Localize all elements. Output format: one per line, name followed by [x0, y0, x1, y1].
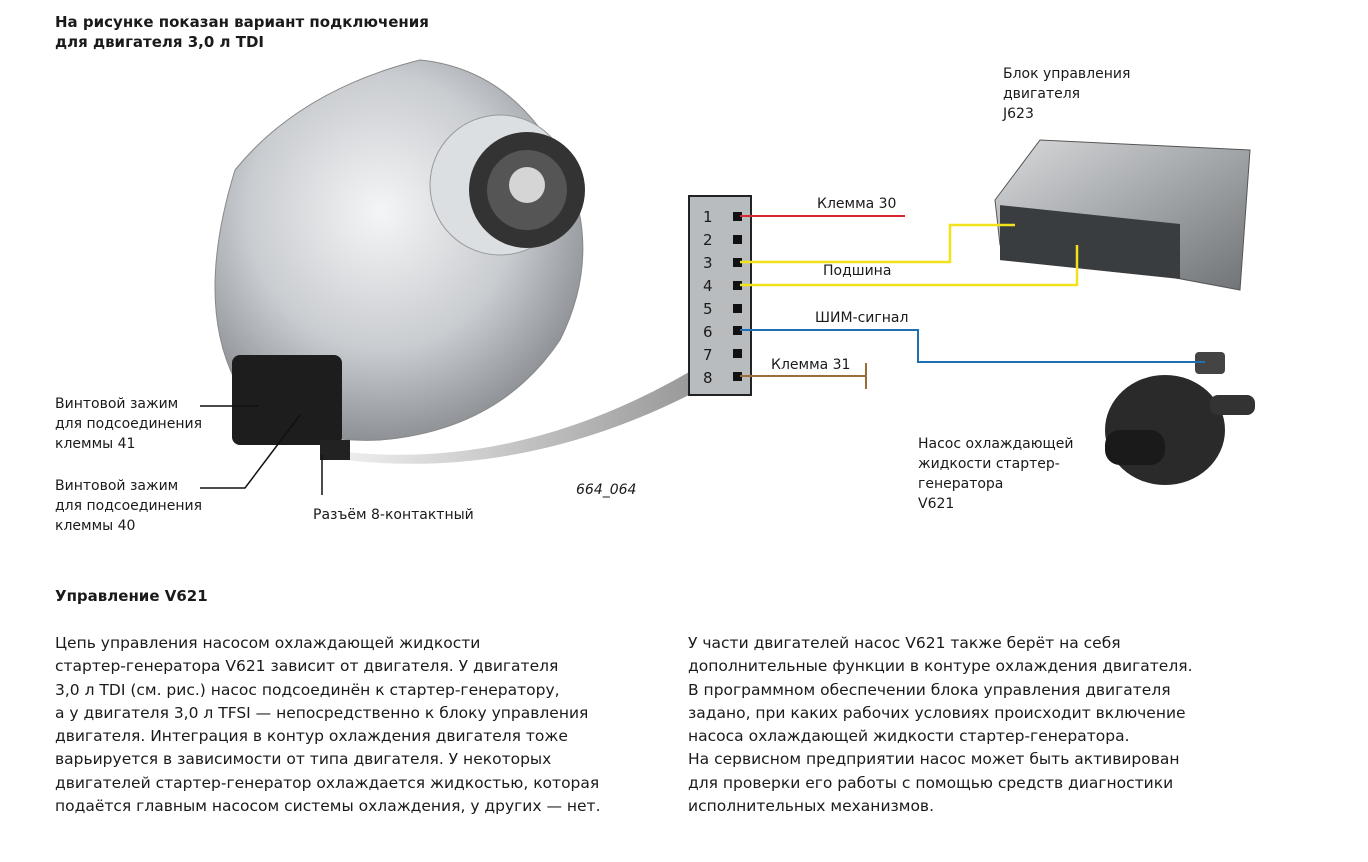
text-line: а у двигателя 3,0 л TFSI — непосредствен…: [55, 703, 589, 722]
title-line: для двигателя 3,0 л TDI: [55, 33, 265, 51]
wire-yellow-4: [740, 245, 1079, 287]
pin-number: 4: [703, 277, 713, 295]
wire-label-terminal30: Клемма 30: [817, 196, 897, 212]
text-line: В программном обеспечении блока управлен…: [688, 680, 1171, 699]
callout-clamp41: Винтовой зажим для подсоединения клеммы …: [55, 394, 202, 454]
label-line: клеммы 41: [55, 436, 136, 452]
callout-connector8: Разъём 8-контактный: [313, 507, 474, 523]
pump-label: Насос охлаждающей жидкости стартер- гене…: [918, 434, 1073, 514]
wire-yellow-3: [740, 223, 1015, 264]
label-line: Блок управления: [1003, 66, 1131, 82]
label-line: клеммы 40: [55, 518, 136, 534]
connector-box: [688, 195, 752, 396]
text-line: для проверки его работы с помощью средст…: [688, 773, 1174, 792]
text-line: двигателя. Интеграция в контур охлаждени…: [55, 727, 568, 746]
label-line: Винтовой зажим: [55, 396, 179, 412]
pump-image: [1105, 352, 1255, 485]
text-line: Цепь управления насосом охлаждающей жидк…: [55, 634, 481, 652]
left-paragraph: Цепь управления насосом охлаждающей жидк…: [55, 632, 601, 818]
text-line: исполнительных механизмов.: [688, 797, 934, 816]
ecu-label: Блок управления двигателя J623: [1003, 64, 1130, 124]
wire-label-bus: Подшина: [823, 263, 892, 279]
label-line: двигателя: [1003, 86, 1081, 102]
text-line: двигателей стартер-генератор охлаждается…: [55, 773, 600, 792]
text-line: На сервисном предприятии насос может быт…: [688, 750, 1180, 769]
right-paragraph: У части двигателей насос V621 также берё…: [688, 632, 1193, 818]
title-line: На рисунке показан вариант подключения: [55, 13, 429, 31]
text-line: дополнительные функции в контуре охлажде…: [688, 657, 1193, 676]
text-line: У части двигателей насос V621 также берё…: [688, 634, 1121, 652]
pin-number: 5: [703, 300, 713, 318]
pin-number: 6: [703, 323, 713, 341]
text-line: 3,0 л TDI (см. рис.) насос подсоединён к…: [55, 680, 560, 699]
text-line: насоса охлаждающей жидкости стартер-гене…: [688, 727, 1130, 746]
text-line: варьируется в зависимости от типа двигат…: [55, 750, 552, 769]
wire-label-pwm: ШИМ-сигнал: [815, 310, 909, 326]
pin-number: 2: [703, 231, 713, 249]
label-line: генератора: [918, 476, 1004, 492]
text-line: подаётся главным насосом системы охлажде…: [55, 797, 601, 816]
label-line: J623: [1003, 106, 1034, 122]
figure-number: 664_064: [576, 482, 637, 498]
pin-numbers: 1 2 3 4 5 6 7 8: [703, 206, 713, 390]
callout-clamp40: Винтовой зажим для подсоединения клеммы …: [55, 476, 202, 536]
text-line: задано, при каких рабочих условиях проис…: [688, 703, 1186, 722]
ecu-image: [994, 139, 1251, 291]
wire-blue: [740, 329, 1205, 363]
label-line: Насос охлаждающей: [918, 436, 1074, 452]
figure-title: На рисунке показан вариант подключения д…: [55, 12, 429, 52]
connector-zoom-swoosh: [345, 372, 689, 464]
pin-number: 3: [703, 254, 713, 272]
text-line: стартер-генератора V621 зависит от двига…: [55, 657, 559, 676]
section-heading: Управление V621: [55, 587, 208, 605]
wire-label-terminal31: Клемма 31: [771, 357, 851, 373]
pin-number: 8: [703, 369, 713, 387]
label-line: Винтовой зажим: [55, 478, 179, 494]
pin-number: 7: [703, 346, 713, 364]
label-line: V621: [918, 496, 955, 512]
label-line: для подсоединения: [55, 498, 202, 514]
starter-generator-image: [214, 59, 585, 460]
pin-number: 1: [703, 208, 713, 226]
label-line: жидкости стартер-: [918, 456, 1060, 472]
label-line: для подсоединения: [55, 416, 202, 432]
